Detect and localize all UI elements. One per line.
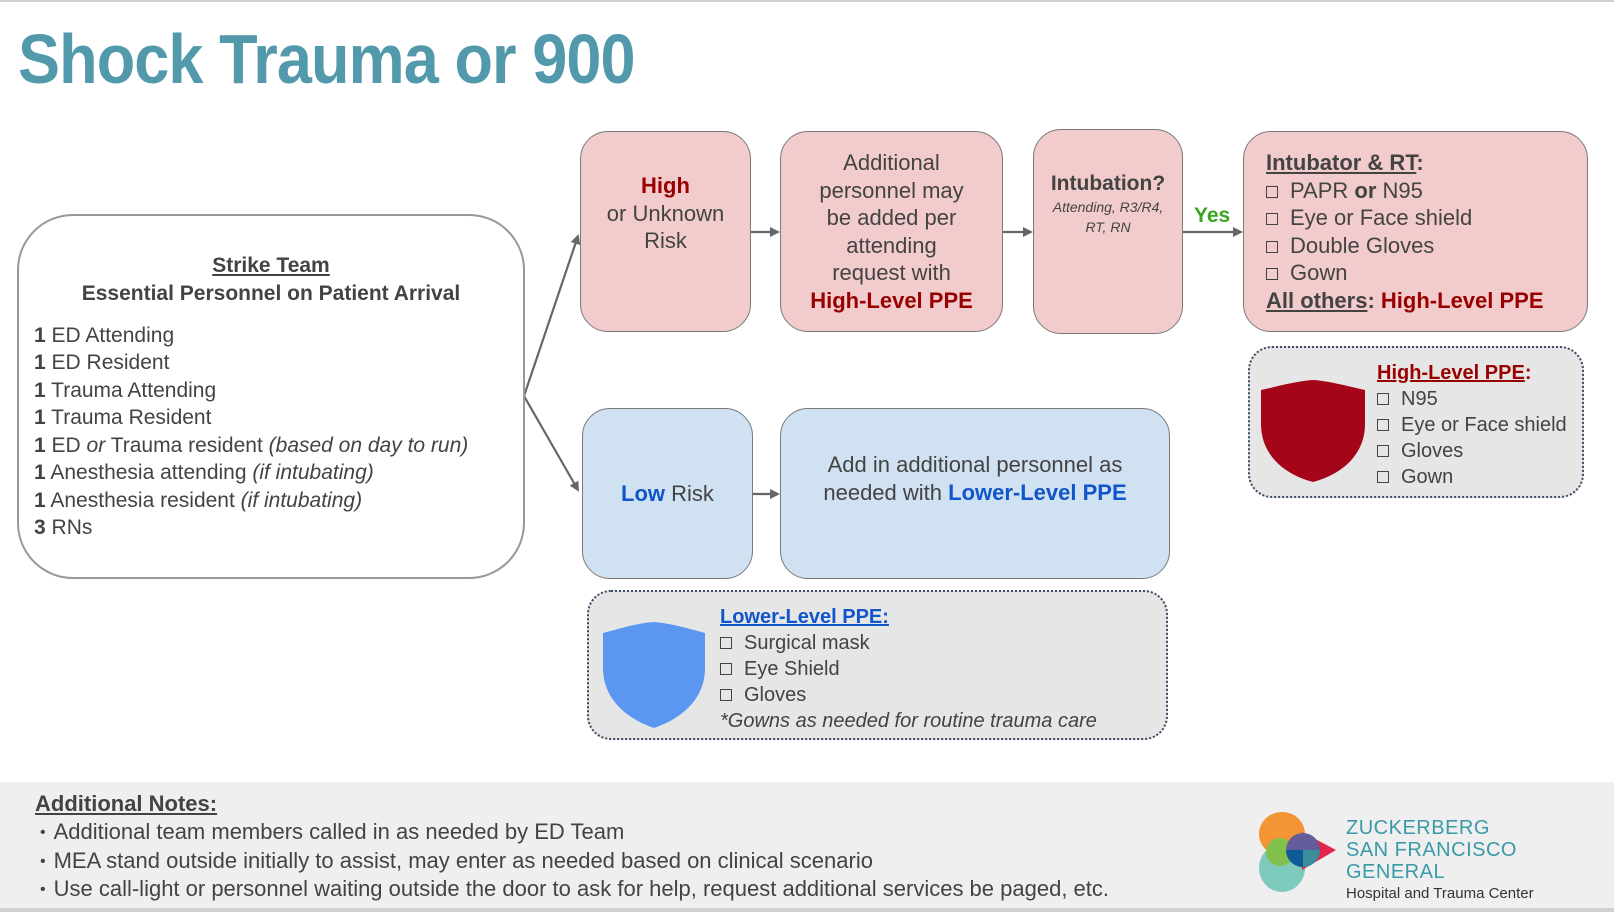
notes-list: Additional team members called in as nee… — [40, 818, 1109, 904]
checkbox-icon — [1377, 419, 1389, 431]
gown-footnote: *Gowns as needed for routine trauma care — [720, 710, 1097, 732]
checkbox-icon — [1377, 393, 1389, 405]
bottom-divider — [0, 908, 1614, 912]
strike-team-heading: Strike Team Essential Personnel on Patie… — [82, 252, 461, 308]
high-risk-text: Risk — [644, 228, 687, 254]
box-text: Add in additional personnel as — [827, 452, 1123, 477]
ppe-item: Gown — [1266, 259, 1347, 287]
zsfg-logo-text: ZUCKERBERG SAN FRANCISCO GENERAL Hospita… — [1346, 817, 1614, 905]
intubator-rt-box: Intubator & RT: PAPR or N95 Eye or Face … — [1243, 131, 1588, 332]
notes-heading: Additional Notes: — [35, 791, 218, 816]
note-item: Use call-light or personnel waiting outs… — [40, 875, 1109, 904]
box-text: personnel may — [819, 177, 964, 203]
additional-personnel-high-box: Additional personnel may be added per at… — [780, 131, 1003, 332]
strike-team-box: Strike Team Essential Personnel on Patie… — [17, 214, 525, 579]
high-risk-text: or Unknown — [606, 200, 725, 226]
note-item: Additional team members called in as nee… — [40, 818, 1109, 847]
checkbox-icon — [1266, 240, 1278, 253]
checkbox-icon — [1377, 471, 1389, 483]
intubator-heading: Intubator & RT: — [1266, 150, 1424, 175]
additional-notes-panel: Additional Notes: Additional team member… — [0, 782, 1614, 908]
checkbox-icon — [720, 663, 732, 675]
box-text: attending — [846, 232, 937, 258]
high-risk-box: High or Unknown Risk — [580, 131, 751, 332]
strike-team-list: 1 ED Attending 1 ED Resident 1 Trauma At… — [19, 322, 468, 542]
ppe-item: Surgical mask — [720, 630, 1097, 656]
checkbox-icon — [1377, 445, 1389, 457]
yes-label: Yes — [1194, 204, 1231, 227]
all-others-line: All others: High-Level PPE — [1266, 287, 1544, 313]
ppe-item: Gown — [1377, 464, 1567, 490]
checkbox-icon — [1266, 213, 1278, 225]
box-text: Additional — [843, 150, 940, 175]
low-risk-box: Low Risk — [582, 408, 753, 579]
ppe-item: Double Gloves — [1266, 232, 1434, 260]
ppe-item: Gloves — [720, 682, 1097, 708]
intubation-question: Intubation? — [1050, 171, 1166, 195]
top-divider — [0, 0, 1614, 2]
high-level-ppe-legend: High-Level PPE: N95 Eye or Face shield G… — [1248, 346, 1584, 498]
list-item: 1 Anesthesia resident (if intubating) — [34, 488, 363, 512]
low-risk-label: Low Risk — [621, 480, 714, 506]
ppe-item: Eye or Face shield — [1377, 412, 1567, 438]
logo-line: Hospital and Trauma Center — [1346, 885, 1534, 902]
checkbox-icon — [1266, 185, 1278, 198]
logo-line: SAN FRANCISCO GENERAL — [1346, 839, 1517, 883]
list-item: 1 ED Resident — [34, 351, 170, 374]
lower-level-ppe-legend: Lower-Level PPE: Surgical mask Eye Shiel… — [587, 590, 1168, 740]
ppe-item: Eye Shield — [720, 656, 1097, 682]
red-shield-icon — [1261, 380, 1365, 482]
list-item: 1 Trauma Resident — [34, 406, 212, 429]
note-item: MEA stand outside initially to assist, m… — [40, 847, 1109, 876]
arrow-to-low-risk — [523, 395, 579, 492]
logo-line: ZUCKERBERG — [1346, 817, 1490, 839]
intubation-staff: RT, RN — [1085, 218, 1131, 235]
zsfg-logo-icon — [1259, 812, 1336, 892]
box-text: request with — [832, 260, 951, 285]
list-item: 1 Anesthesia attending (if intubating) — [34, 461, 374, 484]
ppe-item: N95 — [1377, 386, 1567, 412]
list-item: 1 ED or Trauma resident (based on day to… — [34, 433, 469, 457]
list-item: 1 ED Attending — [34, 323, 175, 347]
page-title: Shock Trauma or 900 — [18, 20, 636, 98]
high-level-ppe-emphasis: High-Level PPE — [810, 287, 973, 313]
ppe-item: PAPR or N95 — [1266, 177, 1423, 205]
blue-shield-icon — [603, 622, 705, 728]
high-risk-label: High — [641, 173, 690, 199]
checkbox-icon — [720, 637, 732, 649]
lower-level-ppe-heading: Lower-Level PPE: — [720, 606, 889, 628]
intubation-staff: Attending, R3/R4, — [1052, 198, 1164, 215]
checkbox-icon — [1266, 268, 1278, 280]
ppe-item: Gloves — [1377, 438, 1567, 464]
box-text: be added per — [826, 205, 957, 230]
arrow-to-high-risk — [522, 234, 581, 397]
strike-team-subtitle: Essential Personnel on Patient Arrival — [81, 281, 461, 305]
high-level-ppe-heading: High-Level PPE: — [1377, 362, 1532, 384]
additional-personnel-low-box: Add in additional personnel as needed wi… — [780, 408, 1170, 579]
checkbox-icon — [720, 689, 732, 701]
ppe-item: Eye or Face shield — [1266, 204, 1472, 232]
box-text: needed with Lower-Level PPE — [823, 479, 1127, 505]
list-item: 1 Trauma Attending — [34, 378, 217, 402]
strike-team-title: Strike Team — [212, 253, 330, 277]
list-item: 3 RNs — [34, 516, 93, 539]
intubation-box: Intubation? Attending, R3/R4, RT, RN — [1033, 129, 1183, 334]
